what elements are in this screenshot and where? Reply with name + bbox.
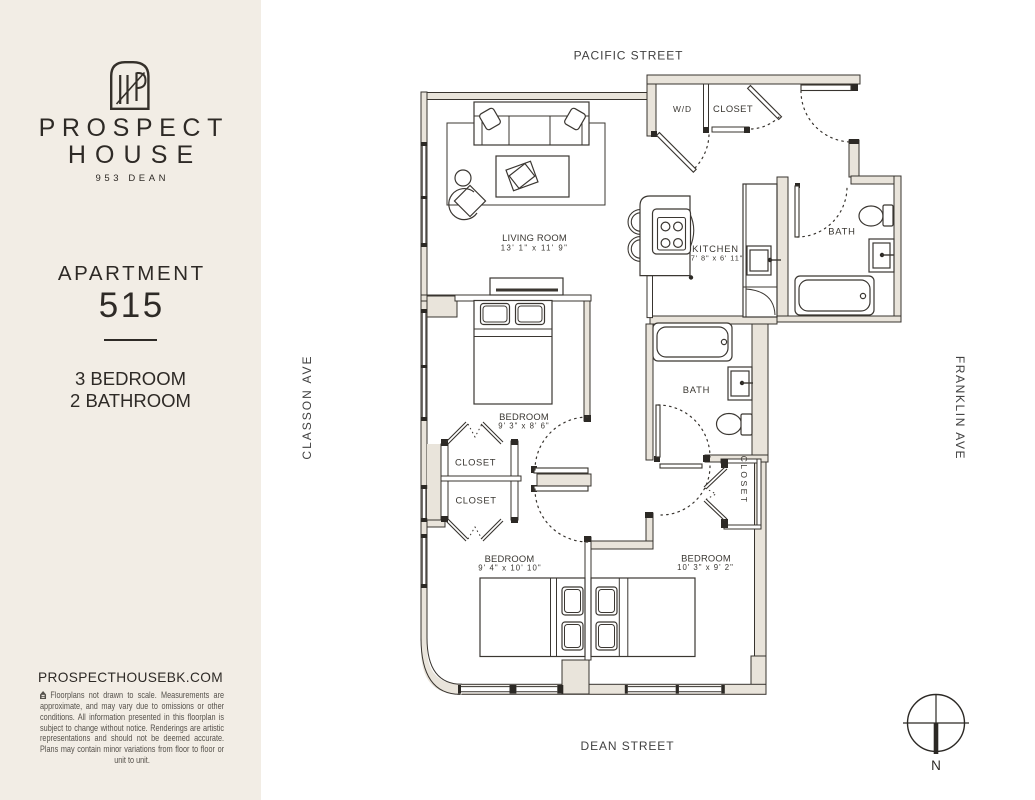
svg-text:CLOSET: CLOSET xyxy=(455,457,496,468)
svg-text:BATH: BATH xyxy=(683,384,711,395)
svg-text:CLASSON AVE: CLASSON AVE xyxy=(300,354,314,459)
svg-text:BEDROOM: BEDROOM xyxy=(485,553,535,564)
svg-text:BEDROOM: BEDROOM xyxy=(681,553,731,564)
svg-text:KITCHEN: KITCHEN xyxy=(692,243,739,254)
svg-text:CLOSET: CLOSET xyxy=(713,103,753,114)
svg-text:13' 1" x 11' 9": 13' 1" x 11' 9" xyxy=(501,244,569,253)
svg-text:N: N xyxy=(931,758,941,773)
svg-text:10' 3" x 9' 2": 10' 3" x 9' 2" xyxy=(677,563,734,572)
svg-text:9' 3" x 8' 6": 9' 3" x 8' 6" xyxy=(498,422,549,431)
svg-text:7' 8" x 6' 11": 7' 8" x 6' 11" xyxy=(691,254,744,263)
svg-text:LIVING ROOM: LIVING ROOM xyxy=(502,232,567,243)
svg-text:FRANKLIN AVE: FRANKLIN AVE xyxy=(953,356,967,460)
svg-text:BATH: BATH xyxy=(828,226,856,237)
svg-text:PACIFIC STREET: PACIFIC STREET xyxy=(574,49,684,63)
svg-text:W/D: W/D xyxy=(673,104,692,114)
svg-text:CLOSET: CLOSET xyxy=(739,456,749,505)
svg-text:DEAN STREET: DEAN STREET xyxy=(581,739,675,753)
svg-text:CLOSET: CLOSET xyxy=(455,495,496,506)
svg-text:BEDROOM: BEDROOM xyxy=(499,411,549,422)
svg-text:9' 4" x 10' 10": 9' 4" x 10' 10" xyxy=(478,564,542,573)
